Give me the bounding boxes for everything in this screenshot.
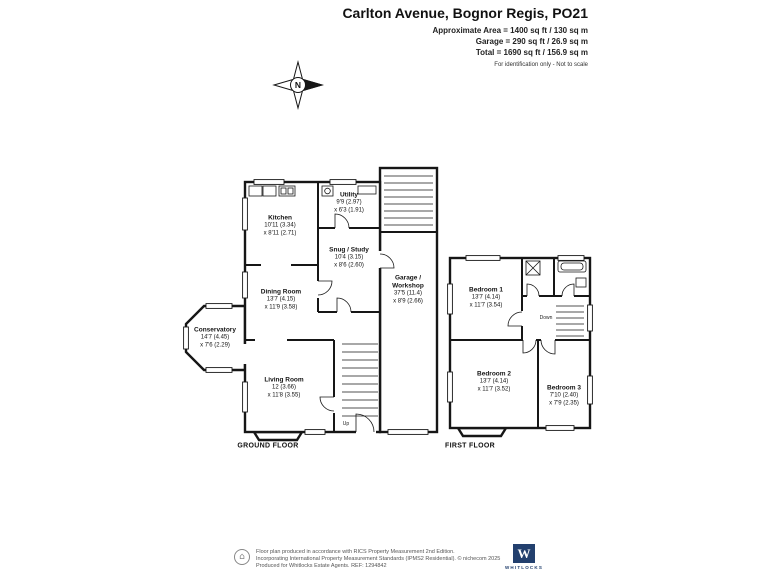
room-label-garage-workshop: Garage / Workshop 37'5 (11.4) x 8'9 (2.6… xyxy=(392,274,424,305)
whitlocks-logo: W WHITLOCKS xyxy=(504,544,544,570)
room-label-conservatory: Conservatory 14'7 (4.45) x 7'6 (2.29) xyxy=(194,326,236,349)
footer-line-1: Floor plan produced in accordance with R… xyxy=(256,549,455,555)
room-label-snug-study: Snug / Study 10'4 (3.15) x 8'6 (2.60) xyxy=(329,246,369,269)
approx-area-line: Approximate Area = 1400 sq ft / 130 sq m xyxy=(432,26,588,35)
room-label-living-room: Living Room 12 (3.66) x 11'8 (3.55) xyxy=(264,376,304,399)
footer-text: Floor plan produced in accordance with R… xyxy=(256,549,500,570)
total-area-line: Total = 1690 sq ft / 156.9 sq m xyxy=(475,47,588,57)
room-label-dining-room: Dining Room 13'7 (4.15) x 11'9 (3.58) xyxy=(260,288,302,311)
room-label-bedroom-1: Bedroom 1 13'7 (4.14) x 11'7 (3.54) xyxy=(469,286,503,309)
stairs-treads xyxy=(342,175,584,417)
door-swings xyxy=(317,213,575,433)
garage-area-line: Garage = 290 sq ft / 26.9 sq m xyxy=(475,36,588,46)
stairs-down-label: Down xyxy=(539,315,553,321)
first-floor-label: FIRST FLOOR xyxy=(445,442,495,450)
room-label-bedroom-3: Bedroom 3 7'10 (2.40) x 7'9 (2.35) xyxy=(547,384,581,407)
certification-icon: ⌂ xyxy=(234,549,250,565)
ground-floor-label: GROUND FLOOR xyxy=(237,442,299,450)
wall-openings xyxy=(242,225,574,435)
plan-header: Carlton Avenue, Bognor Regis, PO21 Appro… xyxy=(320,5,588,68)
page-title: Carlton Avenue, Bognor Regis, PO21 xyxy=(342,5,588,21)
room-label-utility: Utility 9'9 (2.97) x 6'3 (1.91) xyxy=(334,191,364,214)
fixtures xyxy=(248,185,587,288)
footer-line-3: Produced for Whitlocks Estate Agents. RE… xyxy=(256,563,387,570)
room-label-kitchen: Kitchen 10'11 (3.34) x 8'11 (2.71) xyxy=(263,214,297,237)
footer-line-2: Incorporating International Property Mea… xyxy=(256,556,501,563)
compass-icon: N xyxy=(272,60,324,110)
whitlocks-logo-mark: W xyxy=(513,544,535,563)
footer: ⌂ Floor plan produced in accordance with… xyxy=(234,549,500,570)
disclaimer-note: For identification only - Not to scale xyxy=(494,62,588,69)
compass-north-label: N xyxy=(295,80,301,90)
windows xyxy=(183,179,593,435)
room-label-bedroom-2: Bedroom 2 13'7 (4.14) x 11'7 (3.52) xyxy=(477,370,511,393)
whitlocks-logo-name: WHITLOCKS xyxy=(504,565,544,570)
stairs-up-label: Up xyxy=(342,421,350,427)
